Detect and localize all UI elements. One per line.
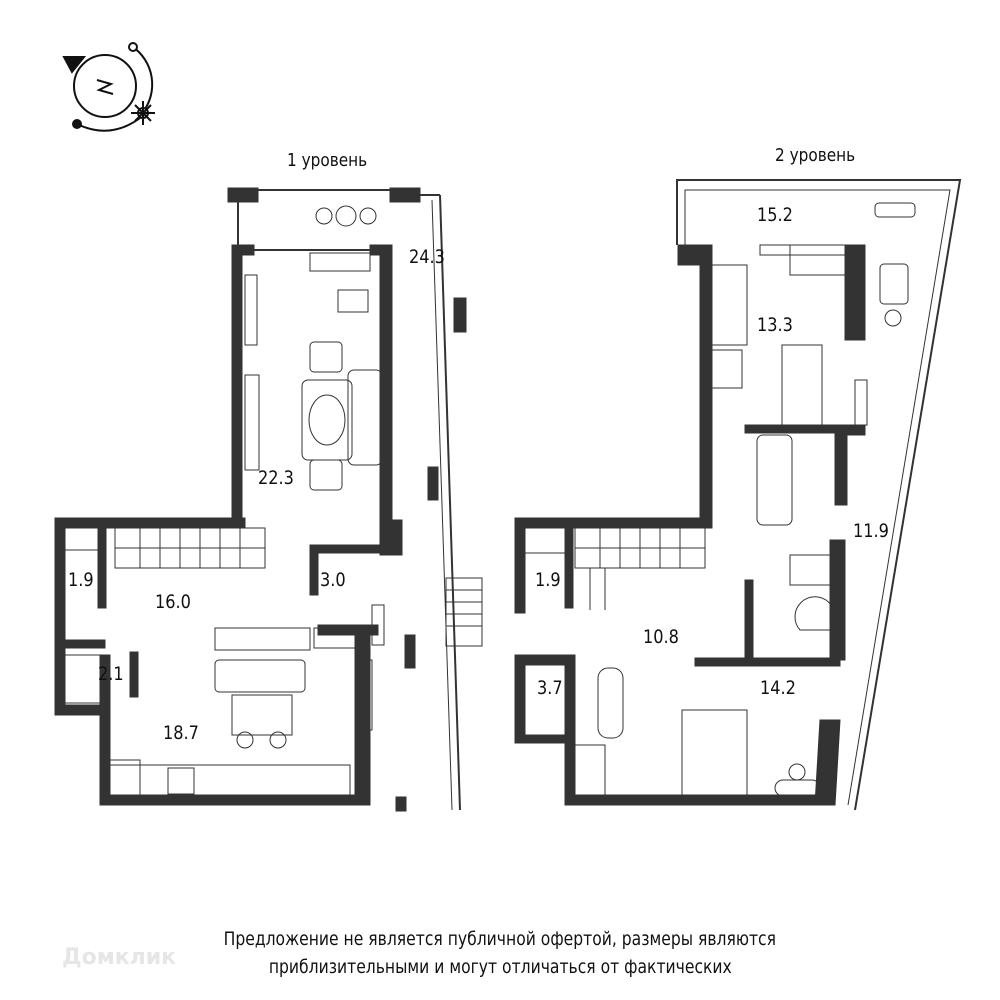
room-area-hall-1: 16.0 [155, 591, 191, 613]
room-area-bedroom-2: 11.9 [853, 520, 889, 542]
room-area-bedroom-3: 14.2 [760, 677, 796, 699]
room-area-bath-2: 3.7 [537, 677, 563, 699]
room-area-bath-1: 2.1 [98, 663, 124, 685]
level-1-plan [54, 187, 483, 812]
level-2-title: 2 уровень [775, 145, 856, 166]
disclaimer-line-2: приблизительными и могут отличаться от ф… [268, 956, 732, 978]
disclaimer-line-1: Предложение не является публичной оферто… [223, 928, 777, 950]
room-area-living: 22.3 [258, 467, 294, 489]
room-area-storage: 3.0 [320, 569, 346, 591]
watermark: Домклик [62, 945, 177, 970]
room-area-kitchen: 18.7 [163, 722, 199, 744]
room-area-hall-2: 10.8 [643, 626, 679, 648]
room-area-balcony-1: 24.3 [409, 246, 445, 268]
level-2-plan [514, 179, 962, 811]
room-area-balcony-2: 15.2 [757, 204, 793, 226]
level-1-title: 1 уровень [287, 150, 368, 171]
compass-icon [62, 42, 155, 132]
room-area-wc-1: 1.9 [68, 569, 94, 591]
room-area-bedroom-1: 13.3 [757, 314, 793, 336]
room-area-wc-2: 1.9 [535, 569, 561, 591]
